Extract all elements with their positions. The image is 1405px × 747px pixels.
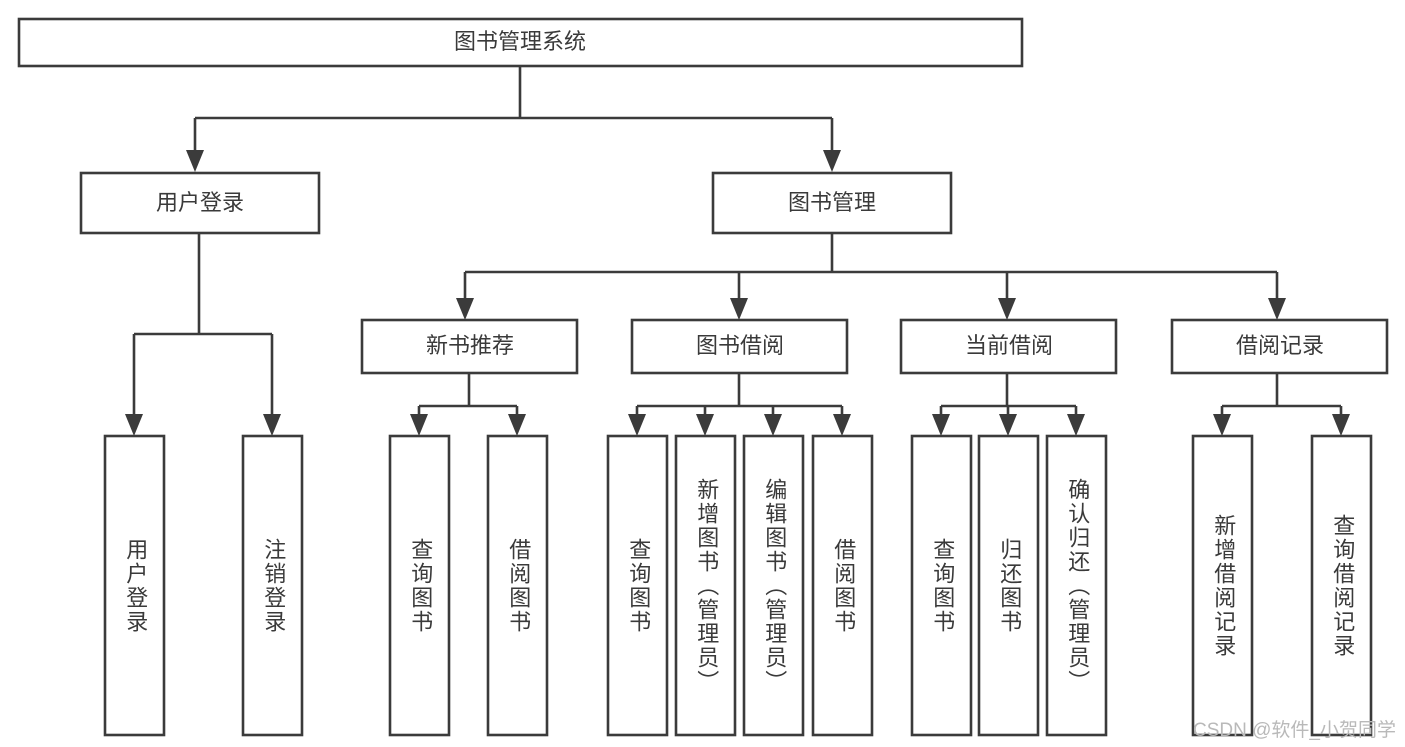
node-root-label: 图书管理系统	[454, 29, 586, 54]
arrowhead-bookmgmt-to-newbook	[456, 298, 474, 320]
arrowhead-bookmgmt-to-currentborrow	[998, 298, 1016, 320]
node-leaf-edit-book[interactable]: 编辑图书（管理员）	[742, 434, 805, 737]
node-leaf-confirm-return-box[interactable]	[1045, 434, 1108, 737]
node-leaf-borrow-book-1-box[interactable]	[486, 434, 549, 737]
node-user-login-label: 用户登录	[156, 190, 244, 215]
node-book-mgmt-label: 图书管理	[788, 190, 876, 215]
arrowhead-userlogin-to-leaf1	[125, 414, 143, 436]
node-leaf-borrow-book-2-box[interactable]	[811, 434, 874, 737]
arrowhead-bookborrow-to-leaf1	[628, 414, 646, 436]
arrowhead-currentborrow-to-leaf1	[932, 414, 950, 436]
edge-group-root-to-level2	[186, 66, 841, 172]
node-leaf-query-book-1-box[interactable]	[388, 434, 451, 737]
node-leaf-query-book-1[interactable]: 查询图书	[388, 434, 451, 737]
arrowhead-currentborrow-to-leaf2	[999, 414, 1017, 436]
node-root-box[interactable]	[17, 17, 1024, 68]
node-book-mgmt-box[interactable]	[711, 171, 953, 235]
node-user-login-box[interactable]	[79, 171, 321, 235]
node-leaf-logout[interactable]: 注销登录	[241, 434, 304, 737]
edge-group-bookmgmt-to-level3	[456, 233, 1286, 320]
node-leaf-borrow-book-2[interactable]: 借阅图书	[811, 434, 874, 737]
node-book-borrow[interactable]: 图书借阅	[630, 318, 849, 375]
node-leaf-query-record-label: 查询借阅记录	[1330, 514, 1355, 658]
arrowhead-borrowrecord-to-leaf2	[1332, 414, 1350, 436]
node-leaf-borrow-book-1-label: 借阅图书	[506, 538, 531, 634]
node-leaf-user-login-label: 用户登录	[123, 538, 148, 634]
edge-group-bookborrow-to-leaves	[628, 373, 851, 436]
node-leaf-query-record-box[interactable]	[1310, 434, 1373, 737]
node-leaf-edit-book-box[interactable]	[742, 434, 805, 737]
node-leaf-add-record[interactable]: 新增借阅记录	[1191, 434, 1254, 737]
node-leaf-user-login[interactable]: 用户登录	[103, 434, 166, 737]
node-book-borrow-box[interactable]	[630, 318, 849, 375]
node-new-book-rec-label: 新书推荐	[426, 333, 514, 358]
node-borrow-record-box[interactable]	[1170, 318, 1389, 375]
node-leaf-logout-label: 注销登录	[261, 538, 286, 634]
node-borrow-record[interactable]: 借阅记录	[1170, 318, 1389, 375]
node-book-borrow-label: 图书借阅	[696, 333, 784, 358]
node-leaf-query-book-3-label: 查询图书	[930, 538, 955, 634]
arrowhead-borrowrecord-to-leaf1	[1213, 414, 1231, 436]
node-leaf-logout-box[interactable]	[241, 434, 304, 737]
node-current-borrow-label: 当前借阅	[965, 333, 1053, 358]
node-leaf-query-book-3-box[interactable]	[910, 434, 973, 737]
node-leaf-borrow-book-1[interactable]: 借阅图书	[486, 434, 549, 737]
arrowhead-root-to-book-mgmt	[823, 150, 841, 172]
node-borrow-record-label: 借阅记录	[1236, 333, 1324, 358]
node-leaf-add-book[interactable]: 新增图书（管理员）	[674, 434, 737, 737]
node-new-book-rec[interactable]: 新书推荐	[360, 318, 579, 375]
node-leaf-add-record-label: 新增借阅记录	[1211, 514, 1236, 658]
node-leaf-query-book-1-label: 查询图书	[408, 538, 433, 634]
arrowhead-bookborrow-to-leaf4	[833, 414, 851, 436]
node-current-borrow-box[interactable]	[899, 318, 1118, 375]
edge-group-currentborrow-to-leaves	[932, 373, 1085, 436]
node-leaf-return-book-box[interactable]	[977, 434, 1040, 737]
edge-group-newbook-to-leaves	[410, 373, 526, 436]
arrowhead-currentborrow-to-leaf3	[1067, 414, 1085, 436]
arrowhead-bookmgmt-to-borrowrecord	[1268, 298, 1286, 320]
node-leaf-confirm-return[interactable]: 确认归还（管理员）	[1045, 434, 1108, 737]
node-book-mgmt[interactable]: 图书管理	[711, 171, 953, 235]
node-leaf-borrow-book-2-label: 借阅图书	[831, 538, 856, 634]
node-leaf-query-book-2[interactable]: 查询图书	[606, 434, 669, 737]
node-root[interactable]: 图书管理系统	[17, 17, 1024, 68]
node-leaf-add-book-box[interactable]	[674, 434, 737, 737]
node-leaf-return-book-label: 归还图书	[997, 538, 1022, 634]
edge-group-userlogin-to-leaves	[125, 233, 281, 436]
node-leaf-query-book-3[interactable]: 查询图书	[910, 434, 973, 737]
arrowhead-userlogin-to-leaf2	[263, 414, 281, 436]
node-leaf-query-record[interactable]: 查询借阅记录	[1310, 434, 1373, 737]
node-leaf-query-book-2-box[interactable]	[606, 434, 669, 737]
node-leaf-query-book-2-label: 查询图书	[626, 538, 651, 634]
watermark-text: CSDN @软件_小贺同学	[1193, 719, 1396, 741]
node-current-borrow[interactable]: 当前借阅	[899, 318, 1118, 375]
node-leaf-add-book-label: 新增图书（管理员）	[694, 478, 719, 694]
arrowhead-newbook-to-leaf1	[410, 414, 428, 436]
node-leaf-user-login-box[interactable]	[103, 434, 166, 737]
arrowhead-newbook-to-leaf2	[508, 414, 526, 436]
node-leaf-confirm-return-label: 确认归还（管理员）	[1065, 478, 1090, 694]
node-leaf-return-book[interactable]: 归还图书	[977, 434, 1040, 737]
node-leaf-edit-book-label: 编辑图书（管理员）	[762, 478, 787, 694]
edge-group-borrowrecord-to-leaves	[1213, 373, 1350, 436]
arrowhead-root-to-user-login	[186, 150, 204, 172]
arrowhead-bookmgmt-to-bookborrow	[730, 298, 748, 320]
node-user-login[interactable]: 用户登录	[79, 171, 321, 235]
node-leaf-add-record-box[interactable]	[1191, 434, 1254, 737]
arrowhead-bookborrow-to-leaf2	[696, 414, 714, 436]
arrowhead-bookborrow-to-leaf3	[764, 414, 782, 436]
node-new-book-rec-box[interactable]	[360, 318, 579, 375]
